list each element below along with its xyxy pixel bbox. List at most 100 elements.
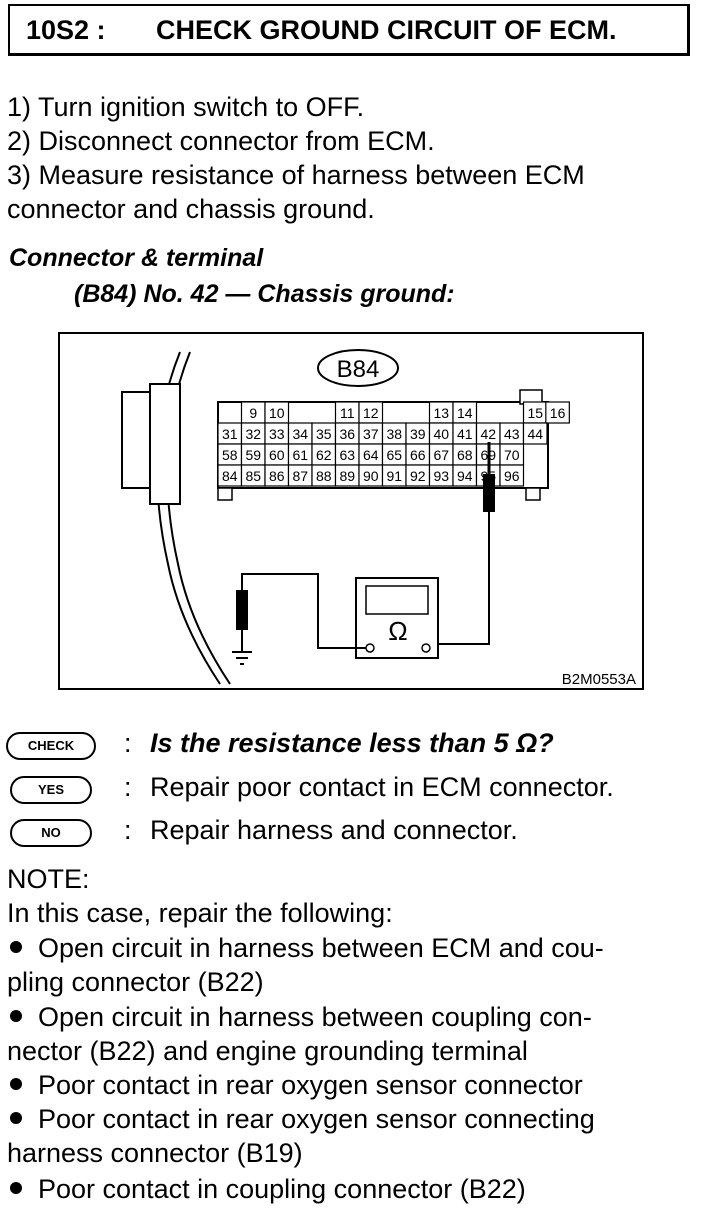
terminal-number-11: 11 xyxy=(340,405,355,421)
terminal-number-84: 84 xyxy=(222,468,238,484)
note-item-2: Open circuit in harness between coupling… xyxy=(7,1000,592,1034)
terminal-number-63: 63 xyxy=(339,447,355,463)
terminal-number-96: 96 xyxy=(504,468,520,484)
terminal-foot-left xyxy=(217,487,233,501)
figure-code: B2M0553A xyxy=(562,671,636,688)
terminal-number-39: 39 xyxy=(410,426,426,442)
terminal-number-90: 90 xyxy=(363,468,379,484)
note-item-3: Poor contact in rear oxygen sensor conne… xyxy=(7,1068,583,1102)
terminal-number-91: 91 xyxy=(386,468,402,484)
terminal-number-66: 66 xyxy=(410,447,426,463)
check-badge: CHECK xyxy=(6,732,96,760)
step-2: 2) Disconnect connector from ECM. xyxy=(7,126,435,156)
terminal-number-87: 87 xyxy=(292,468,308,484)
connector-shell-left xyxy=(149,383,181,505)
ohmmeter-jack-left xyxy=(365,643,375,653)
terminal-number-13: 13 xyxy=(433,405,449,421)
terminal-number-38: 38 xyxy=(386,426,402,442)
terminal-number-34: 34 xyxy=(292,426,308,442)
terminal-number-94: 94 xyxy=(457,468,473,484)
terminal-cell xyxy=(522,422,548,445)
terminal-cell xyxy=(499,464,525,487)
step-code: 10S2 : xyxy=(26,15,106,45)
page-title: CHECK GROUND CIRCUIT OF ECM. xyxy=(156,15,617,45)
terminal-foot-right xyxy=(525,487,541,501)
yes-badge: YES xyxy=(10,776,92,804)
yes-text: Repair poor contact in ECM connector. xyxy=(150,772,614,802)
bullet-icon xyxy=(10,1112,22,1124)
terminal-number-9: 9 xyxy=(249,405,257,421)
terminal-number-62: 62 xyxy=(316,447,332,463)
terminal-number-15: 15 xyxy=(527,405,543,421)
terminal-number-93: 93 xyxy=(433,468,449,484)
probe-right xyxy=(483,474,495,512)
terminal-number-31: 31 xyxy=(222,426,238,442)
no-badge: NO xyxy=(10,819,92,847)
terminal-number-42: 42 xyxy=(480,426,496,442)
note-item-5: Poor contact in coupling connector (B22) xyxy=(7,1172,526,1206)
terminal-number-58: 58 xyxy=(222,447,238,463)
note-item-text: Poor contact in coupling connector (B22) xyxy=(38,1174,526,1204)
terminal-number-36: 36 xyxy=(339,426,355,442)
note-item-1: Open circuit in harness between ECM and … xyxy=(7,931,604,965)
terminal-number-89: 89 xyxy=(339,468,355,484)
terminal-number-10: 10 xyxy=(269,405,285,421)
check-question: Is the resistance less than 5 Ω? xyxy=(150,728,554,758)
bullet-icon xyxy=(10,1182,22,1194)
terminal-number-88: 88 xyxy=(316,468,332,484)
connector-label: B84 xyxy=(337,356,380,383)
terminal-number-92: 92 xyxy=(410,468,426,484)
note-item-text: Open circuit in harness between coupling… xyxy=(38,1002,592,1032)
terminal-number-61: 61 xyxy=(292,447,308,463)
yes-colon: : xyxy=(124,772,132,802)
connector-heading: Connector & terminal xyxy=(9,244,264,272)
terminal-number-41: 41 xyxy=(457,426,473,442)
ohmmeter-jack-right xyxy=(421,643,431,653)
ohmmeter-display xyxy=(365,585,429,615)
terminal-number-40: 40 xyxy=(433,426,449,442)
note-item-4: Poor contact in rear oxygen sensor conne… xyxy=(7,1102,595,1136)
procedure-steps: 1) Turn ignition switch to OFF. 2) Disco… xyxy=(7,90,585,226)
terminal-number-33: 33 xyxy=(269,426,285,442)
note-item-1-continued: pling connector (B22) xyxy=(7,967,264,997)
wire-left xyxy=(241,573,366,649)
terminal-number-16: 16 xyxy=(550,405,566,421)
step-3-continued: connector and chassis ground. xyxy=(7,194,375,224)
terminal-cell xyxy=(545,401,570,424)
no-text: Repair harness and connector. xyxy=(150,815,518,845)
terminal-number-12: 12 xyxy=(363,405,379,421)
bullet-icon xyxy=(10,1010,22,1022)
ohm-icon: Ω xyxy=(388,616,407,646)
note-title: NOTE: xyxy=(7,864,90,894)
step-1: 1) Turn ignition switch to OFF. xyxy=(7,92,365,122)
note-item-4-continued: harness connector (B19) xyxy=(7,1138,303,1168)
bullet-icon xyxy=(10,941,22,953)
terminal-number-65: 65 xyxy=(386,447,402,463)
terminal-number-35: 35 xyxy=(316,426,332,442)
connector-label-oval xyxy=(317,349,399,387)
no-colon: : xyxy=(124,815,132,845)
bullet-icon xyxy=(10,1078,22,1090)
terminal-number-43: 43 xyxy=(504,426,520,442)
note-item-text: Poor contact in rear oxygen sensor conne… xyxy=(38,1104,595,1134)
terminal-number-70: 70 xyxy=(504,447,520,463)
terminal-number-59: 59 xyxy=(245,447,261,463)
note-item-text: Open circuit in harness between ECM and … xyxy=(38,933,604,963)
terminal-number-68: 68 xyxy=(457,447,473,463)
note-item-text: Poor contact in rear oxygen sensor conne… xyxy=(38,1070,583,1100)
terminal-number-86: 86 xyxy=(269,468,285,484)
terminal-number-14: 14 xyxy=(457,405,473,421)
terminal-number-60: 60 xyxy=(269,447,285,463)
probe-left xyxy=(236,590,248,630)
terminal-number-85: 85 xyxy=(245,468,261,484)
check-colon: : xyxy=(124,728,132,758)
step-3: 3) Measure resistance of harness between… xyxy=(7,160,585,190)
connector-tab-left xyxy=(121,391,151,489)
terminal-number-44: 44 xyxy=(527,426,543,442)
note-item-2-continued: nector (B22) and engine grounding termin… xyxy=(7,1036,528,1066)
title-box: 10S2 : CHECK GROUND CIRCUIT OF ECM. xyxy=(8,4,690,56)
